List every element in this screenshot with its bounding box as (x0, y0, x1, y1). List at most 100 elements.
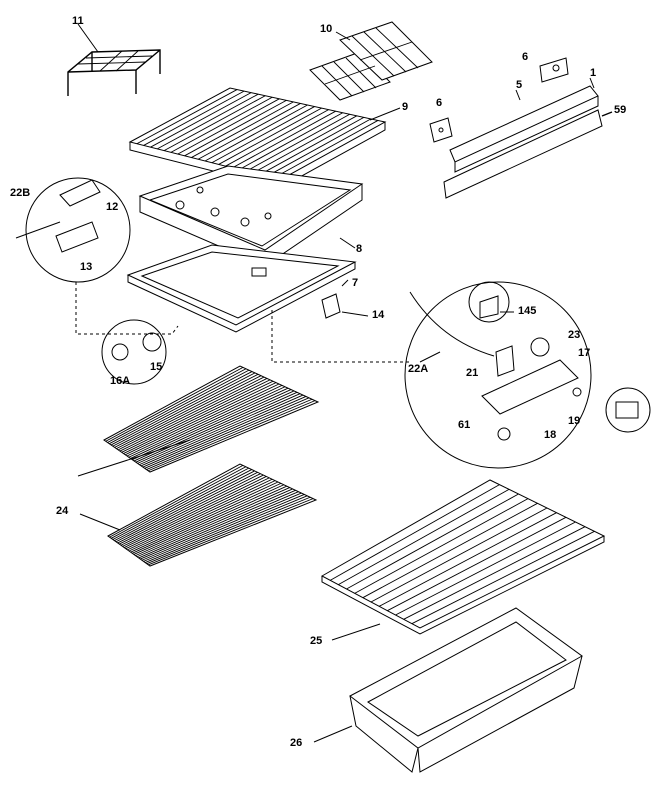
shelf-wire (225, 109, 329, 167)
shelf-wire (211, 106, 315, 164)
shelf-wire (259, 116, 365, 176)
shelf-wire (133, 389, 292, 462)
label-19: 19 (568, 415, 580, 427)
shelf-wire (218, 107, 322, 165)
shelf-wire (136, 89, 238, 145)
shelf-wire (114, 373, 259, 448)
shelf-wire (232, 110, 336, 169)
shelf-wire (122, 476, 267, 547)
shelf-wire (135, 487, 290, 557)
shelf-wire (338, 488, 510, 586)
part-8-shelf-frame (138, 165, 364, 267)
shelf-wire (150, 92, 252, 148)
label-22a: 22A (408, 363, 428, 375)
shelf-wire (144, 495, 308, 563)
label-17: 17 (578, 347, 590, 359)
shelf-wire (133, 485, 287, 555)
shelf-wire (370, 507, 548, 603)
shelf-wire (125, 478, 273, 550)
shelf-wire (119, 378, 268, 452)
shelf-wire (403, 526, 586, 620)
shelf-wire (266, 118, 372, 177)
shelf-wire (109, 369, 250, 445)
part-10-ice-trays (309, 21, 433, 101)
label-24: 24 (56, 505, 69, 517)
shelf-wire (135, 390, 295, 463)
shelf-wire (238, 112, 343, 171)
label-1: 1 (590, 67, 596, 79)
detail-circle-bulb (101, 319, 167, 385)
part-11-wire-rack (67, 49, 161, 96)
shelf-wire (140, 491, 299, 560)
label-25: 25 (310, 635, 322, 647)
label-6b: 6 (436, 97, 442, 109)
shelf-wire (197, 103, 301, 160)
label-61: 61 (458, 419, 470, 431)
label-23: 23 (568, 329, 580, 341)
shelf-wire (144, 397, 310, 469)
shelf-wire (141, 492, 302, 561)
shelf-wire (123, 380, 274, 454)
label-16a: 16A (110, 375, 130, 387)
shelf-wire (109, 464, 244, 538)
shelf-wire (111, 466, 247, 539)
shelf-wire (395, 521, 576, 616)
shelf-wire (120, 474, 264, 546)
shelf-wire (110, 371, 253, 446)
shelf-wire (139, 393, 301, 466)
shelf-wire (146, 496, 311, 565)
shelf-wire (132, 387, 289, 461)
shelf-wire (204, 104, 308, 162)
label-14: 14 (372, 309, 385, 321)
label-22b: 22B (10, 187, 30, 199)
shelf-wire (114, 469, 252, 542)
shelf-wire (148, 498, 314, 566)
shelf-wire (117, 471, 258, 544)
label-15: 15 (150, 361, 162, 373)
shelf-wire (191, 101, 294, 158)
part-6-bracket-left (429, 117, 453, 143)
shelf-wire (148, 400, 316, 472)
shelf-wire (117, 376, 265, 451)
label-26: 26 (290, 737, 302, 749)
shelf-wire (107, 368, 247, 443)
shelf-wire (140, 394, 304, 467)
label-8: 8 (356, 243, 362, 255)
part-9-top-shelf (128, 87, 387, 189)
label-21: 21 (466, 367, 478, 379)
shelf-wire (411, 530, 595, 625)
shelf-wire (115, 470, 255, 543)
shelf-wire (130, 386, 286, 459)
shelf-wire (143, 90, 245, 146)
label-59: 59 (614, 104, 626, 116)
part-6-bracket-right (539, 57, 569, 83)
shelf-wire (126, 383, 280, 457)
part-26-crisper-drawer (349, 607, 583, 773)
shelf-wire (137, 391, 298, 464)
shelf-wire (130, 482, 282, 553)
part-5-rail (443, 85, 603, 199)
label-12: 12 (106, 201, 118, 213)
label-5: 5 (516, 79, 522, 91)
shelf-wire (245, 113, 350, 172)
detail-circle-left (15, 177, 131, 283)
shelf-wire (138, 489, 296, 559)
shelf-wire (143, 494, 305, 562)
shelf-wire (121, 379, 271, 453)
label-145: 145 (518, 305, 536, 317)
shelf-wire (146, 398, 313, 470)
shelf-wire (170, 96, 273, 153)
shelf-wire (123, 477, 270, 548)
shelf-wire (128, 384, 283, 458)
label-11: 11 (72, 15, 84, 27)
label-7: 7 (352, 277, 358, 289)
dashed-connectors (75, 282, 412, 363)
shelf-wire (177, 98, 280, 155)
shelf-wire (163, 95, 266, 152)
shelf-wire (184, 99, 287, 157)
shelf-wire (125, 382, 277, 456)
label-13: 13 (80, 261, 92, 273)
shelf-wire (157, 93, 259, 150)
shelf-wire (378, 512, 557, 607)
